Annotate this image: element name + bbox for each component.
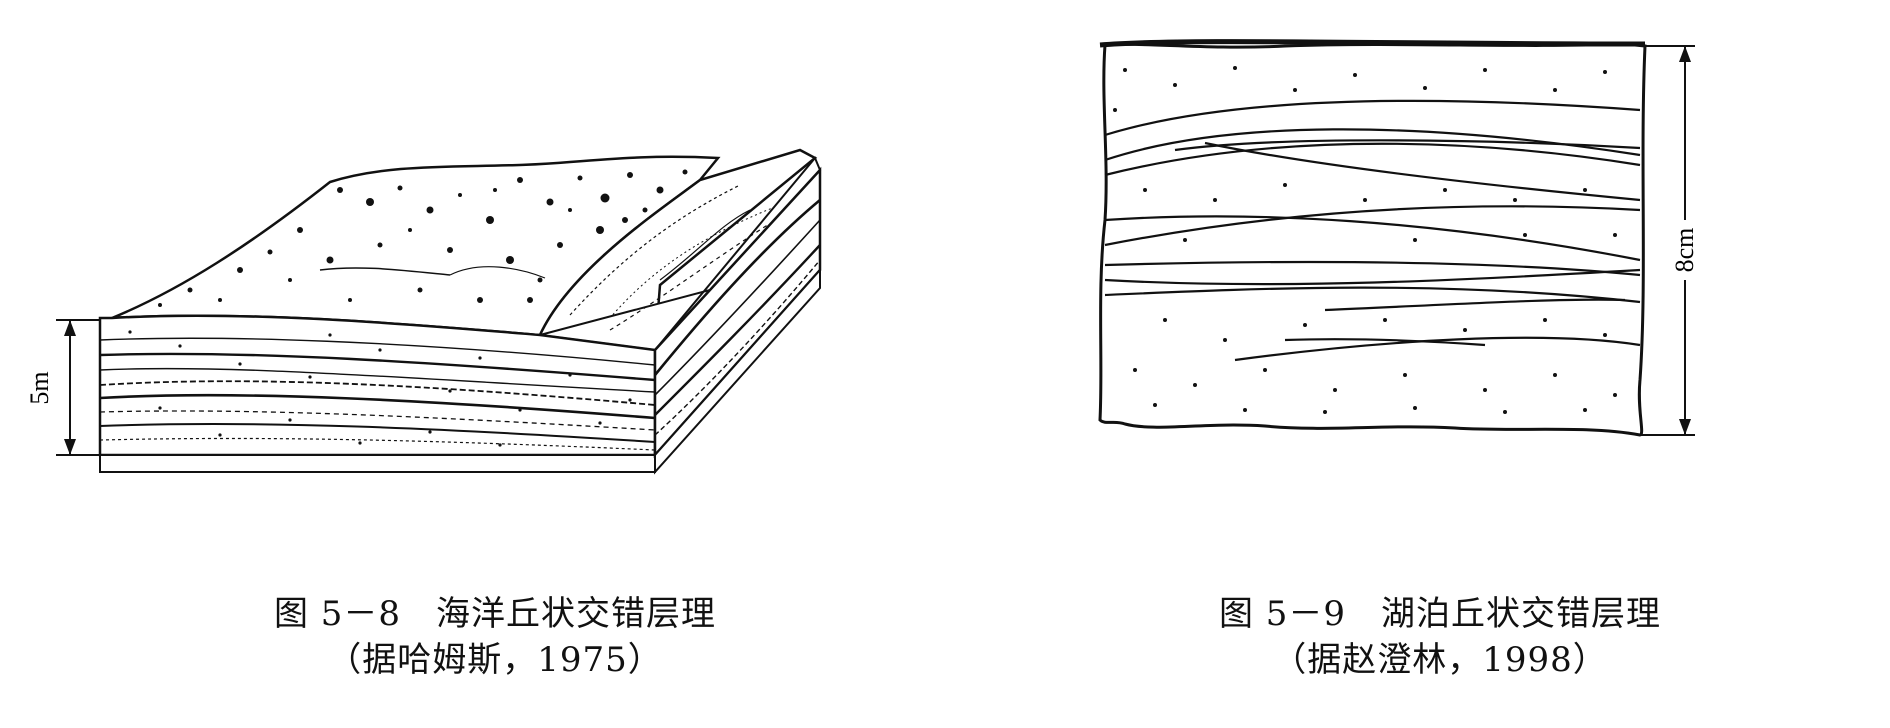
sand-stipple <box>1113 66 1617 414</box>
surface-speckle <box>158 169 688 307</box>
front-stipple <box>128 330 632 447</box>
scale-bar-8cm: 8cm <box>1640 45 1699 436</box>
caption-figure-5-8: 图 5－8 海洋丘状交错层理 （据哈姆斯，1975） <box>150 592 840 684</box>
section-outline <box>1098 42 1647 437</box>
front-face <box>98 314 657 457</box>
caption-source: （据赵澄林，1998） <box>1272 639 1608 680</box>
front-laminae <box>99 337 656 451</box>
caption-title: 图 5－8 海洋丘状交错层理 <box>273 594 717 634</box>
lacustrine-hcs-section: 8cm <box>1085 39 1830 530</box>
scale-bar-5m: 5m <box>25 319 112 456</box>
erosional-step-surface <box>538 148 818 352</box>
side-bottom-band <box>654 267 821 475</box>
caption-figure-5-9: 图 5－9 湖泊丘状交错层理 （据赵澄林，1998） <box>1090 592 1790 684</box>
section-svg: 8cm <box>1098 39 1699 437</box>
caption-source: （据哈姆斯，1975） <box>327 639 663 680</box>
front-bottom-band <box>99 454 656 473</box>
side-laminae <box>653 199 821 436</box>
cross-laminae <box>1104 99 1641 362</box>
scale-label-8cm: 8cm <box>1670 228 1699 273</box>
block-diagram-svg: 5m <box>25 148 822 475</box>
caption-title: 图 5－9 湖泊丘状交错层理 <box>1218 594 1662 634</box>
scale-label-5m: 5m <box>25 371 54 404</box>
marine-hcs-block-diagram: 5m <box>25 148 1000 490</box>
